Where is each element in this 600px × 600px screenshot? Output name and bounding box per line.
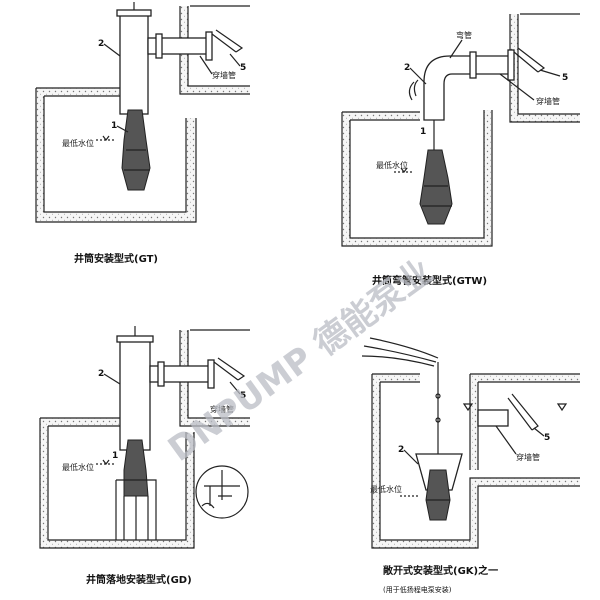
diagram-gk: 2 5 穿墙管 最低水位 敞开式安装型式(GK)之一 (用于低扬程电泵安装) (361, 337, 580, 594)
gtw-elbow-pipe (423, 55, 511, 121)
gd-part-5-label: 5 (240, 391, 246, 401)
gtw-part-5-label: 5 (562, 73, 568, 83)
gtw-caption: 井筒弯管安装型式(GTW) (372, 274, 487, 287)
gd-detail-circle (195, 465, 249, 519)
gt-upper-wall (180, 6, 250, 94)
gtw-elbow-label: 弯管 (456, 30, 472, 40)
gk-note: (用于低扬程电泵安装) (383, 585, 452, 594)
gtw-pump (419, 149, 453, 225)
gd-part-1-label: 1 (112, 451, 118, 461)
gtw-upper-wall (510, 14, 580, 122)
gt-wall-pipe-label: 穿墙管 (212, 70, 236, 80)
gt-pit-wall (36, 88, 196, 222)
gd-part-2-label: 2 (98, 369, 104, 379)
gtw-flap-valve (513, 47, 546, 73)
gk-part-5-label: 5 (544, 433, 550, 443)
gk-wall-pipe-label: 穿墙管 (516, 452, 540, 462)
gd-flap-valve (213, 357, 246, 381)
gd-caption: 井筒落地安装型式(GD) (86, 573, 192, 586)
gt-part-1-label: 1 (111, 121, 117, 131)
diagram-gt: 2 1 5 穿墙管 最低水位 井筒安装型式(GT) (35, 2, 250, 265)
gtw-part-2-label: 2 (404, 63, 410, 73)
gd-wall-pipe-label: 穿墙管 (210, 404, 234, 414)
gt-well-tube (119, 13, 149, 115)
gd-well-tube (119, 339, 151, 451)
gk-caption: 敞开式安装型式(GK)之一 (383, 564, 498, 577)
gk-pit-wall (372, 374, 580, 548)
gtw-wall-pipe-label: 穿墙管 (536, 96, 560, 106)
diagram-gtw: 弯管 2 1 5 穿墙管 最低水位 井筒弯管安装型式(GTW) (341, 13, 580, 287)
gtw-min-level-label: 最低水位 (376, 160, 408, 170)
gt-flap-valve (211, 29, 244, 53)
gk-min-level-label: 最低水位 (370, 484, 402, 494)
gk-part-2-label: 2 (398, 445, 404, 455)
gtw-part-1-label: 1 (420, 127, 426, 137)
diagram-gd: 2 1 5 穿墙管 最低水位 井筒落地安装型式(GD) (39, 326, 250, 586)
watermark: DNPUMP 德能泵业 (161, 252, 440, 470)
gk-pump (425, 469, 451, 521)
gd-min-level-label: 最低水位 (62, 462, 94, 472)
gk-flap-valve (507, 393, 539, 431)
gt-min-level-label: 最低水位 (62, 138, 94, 148)
gt-part-2-label: 2 (98, 39, 104, 49)
gk-wall-pipe (477, 409, 509, 427)
gt-caption: 井筒安装型式(GT) (74, 252, 158, 265)
gt-part-5-label: 5 (240, 63, 246, 73)
gtw-pit-wall (342, 110, 492, 246)
gd-upper-wall (180, 330, 250, 426)
gk-cables (361, 337, 439, 367)
